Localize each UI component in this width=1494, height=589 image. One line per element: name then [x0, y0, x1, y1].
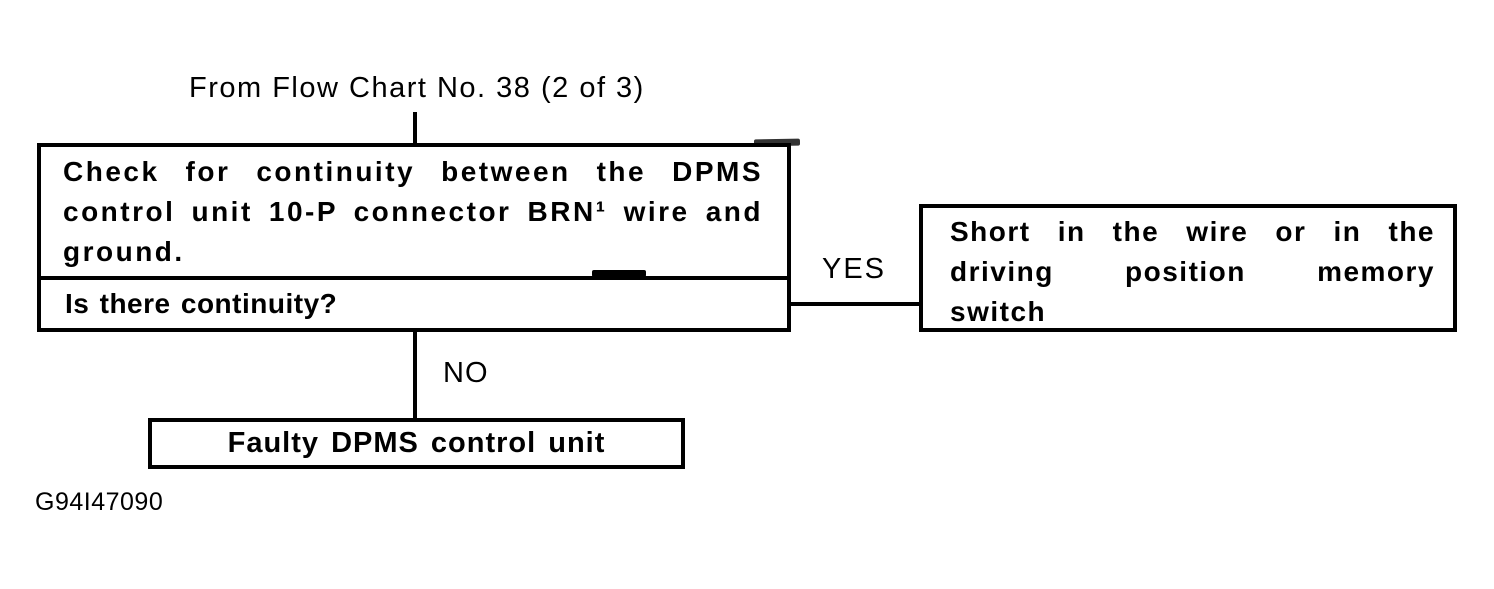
yes-connector-line — [791, 302, 919, 306]
instruction-line-2: control unit 10-P connector BRN¹ wire an… — [63, 196, 763, 227]
decision-instruction: Check for continuity between the DPMS co… — [41, 147, 787, 280]
no-connector-line — [413, 332, 417, 418]
no-result-text: Faulty DPMS control unit — [227, 427, 606, 459]
no-branch-label: NO — [443, 357, 489, 389]
yes-branch-label: YES — [822, 253, 887, 285]
decision-box: Check for continuity between the DPMS co… — [37, 143, 791, 332]
yes-result-line-3: switch — [950, 296, 1047, 327]
yes-result-box: Short in the wire or in the driving posi… — [919, 204, 1457, 332]
scan-artifact — [592, 270, 646, 277]
scan-artifact — [753, 138, 801, 147]
figure-code: G94I47090 — [35, 488, 164, 516]
yes-result-line-1: Short in the wire or in the — [950, 216, 1435, 247]
source-reference-label: From Flow Chart No. 38 (2 of 3) — [189, 72, 645, 104]
connector-from-source — [413, 112, 417, 143]
instruction-line-3: ground. — [63, 236, 185, 267]
instruction-line-1: Check for continuity between the DPMS — [63, 156, 763, 187]
decision-question: Is there continuity? — [41, 280, 787, 328]
no-result-box: Faulty DPMS control unit — [148, 418, 685, 469]
yes-result-line-2: driving position memory — [950, 256, 1435, 287]
question-text: Is there continuity? — [65, 288, 338, 319]
